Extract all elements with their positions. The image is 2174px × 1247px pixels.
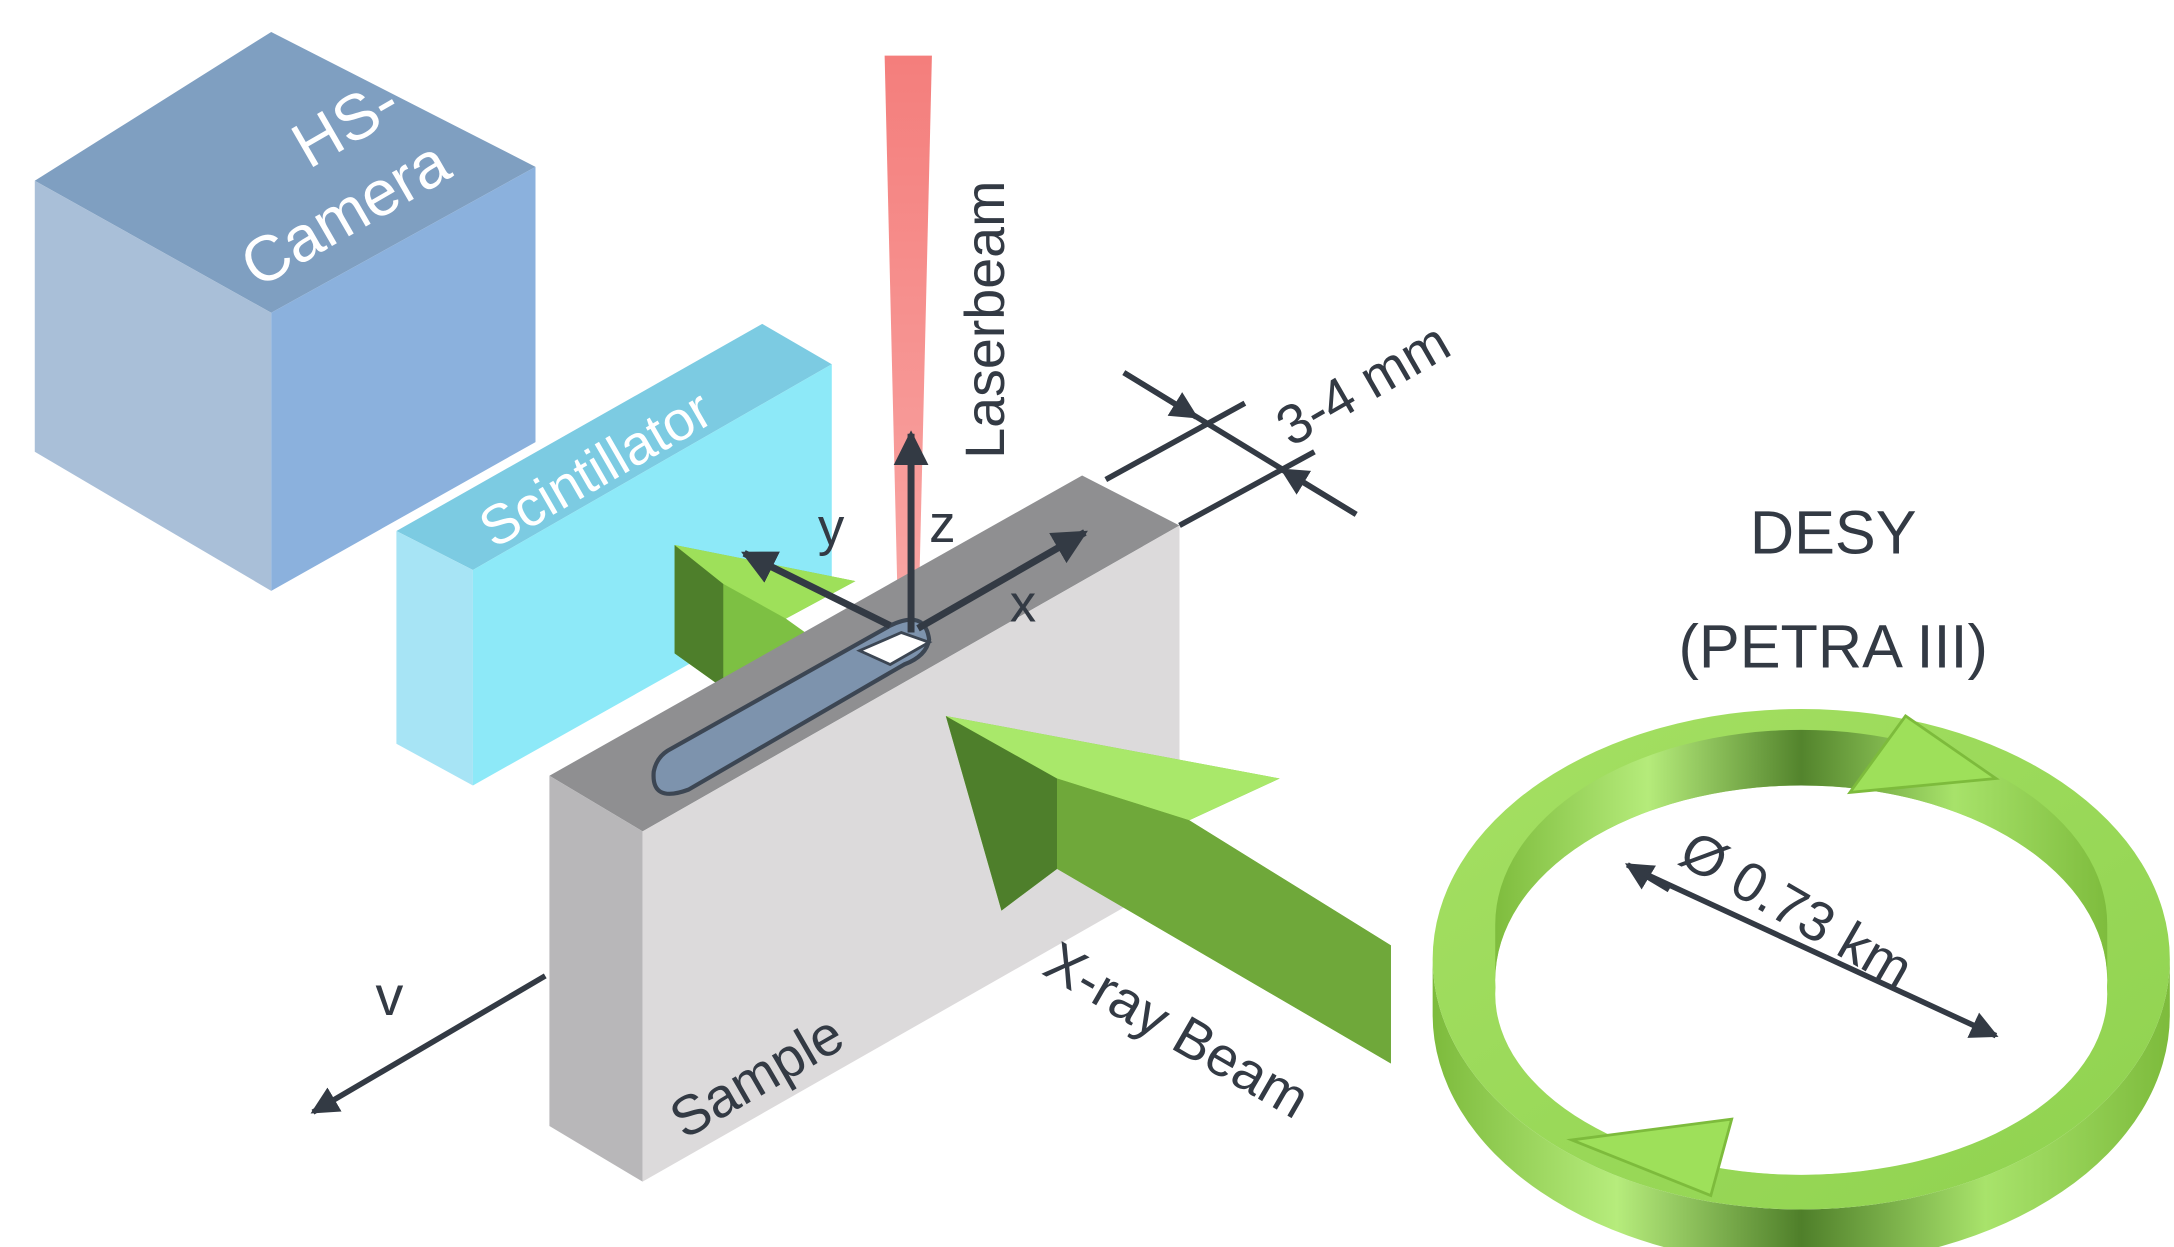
diameter-arrow [1633,866,1999,1039]
sample-front-face [642,525,1180,1182]
sample: Sample [549,475,1180,1182]
laserbeam-label: Laserbeam [954,181,1016,459]
sample-side-face [549,775,643,1182]
scintillator-front-face [472,364,832,786]
camera-left-face [34,180,272,591]
camera-right-face [271,166,536,591]
laser-beam-shape [884,55,932,640]
desy-label-line2: (PETRA III) [1679,612,1988,680]
camera-top-face [34,31,536,313]
scintillator: Scintillator [396,323,832,786]
laser-spot-icon [856,631,933,667]
hs-camera: HS- Camera [34,31,536,591]
velocity-label: v [376,965,404,1027]
xray-beam-arrow [945,715,1391,1064]
axis-z-label: z [929,495,955,554]
y-axis-arrow [741,550,892,629]
thickness-dimension [1104,370,1358,528]
velocity-arrow [310,973,547,1115]
desy-label-line1: DESY [1750,498,1917,566]
axis-y-label: y [818,498,845,557]
x-axis-arrow [916,529,1088,632]
axis-x-label: x [1010,574,1036,633]
thickness-label: 3-4 mm [1266,310,1460,458]
scintillator-top-face [396,323,832,570]
scintillator-left-face [396,531,473,786]
coordinate-axes [741,430,1088,633]
laser-beam: Laserbeam [884,55,1016,640]
storage-ring-icon [1432,708,2170,1247]
